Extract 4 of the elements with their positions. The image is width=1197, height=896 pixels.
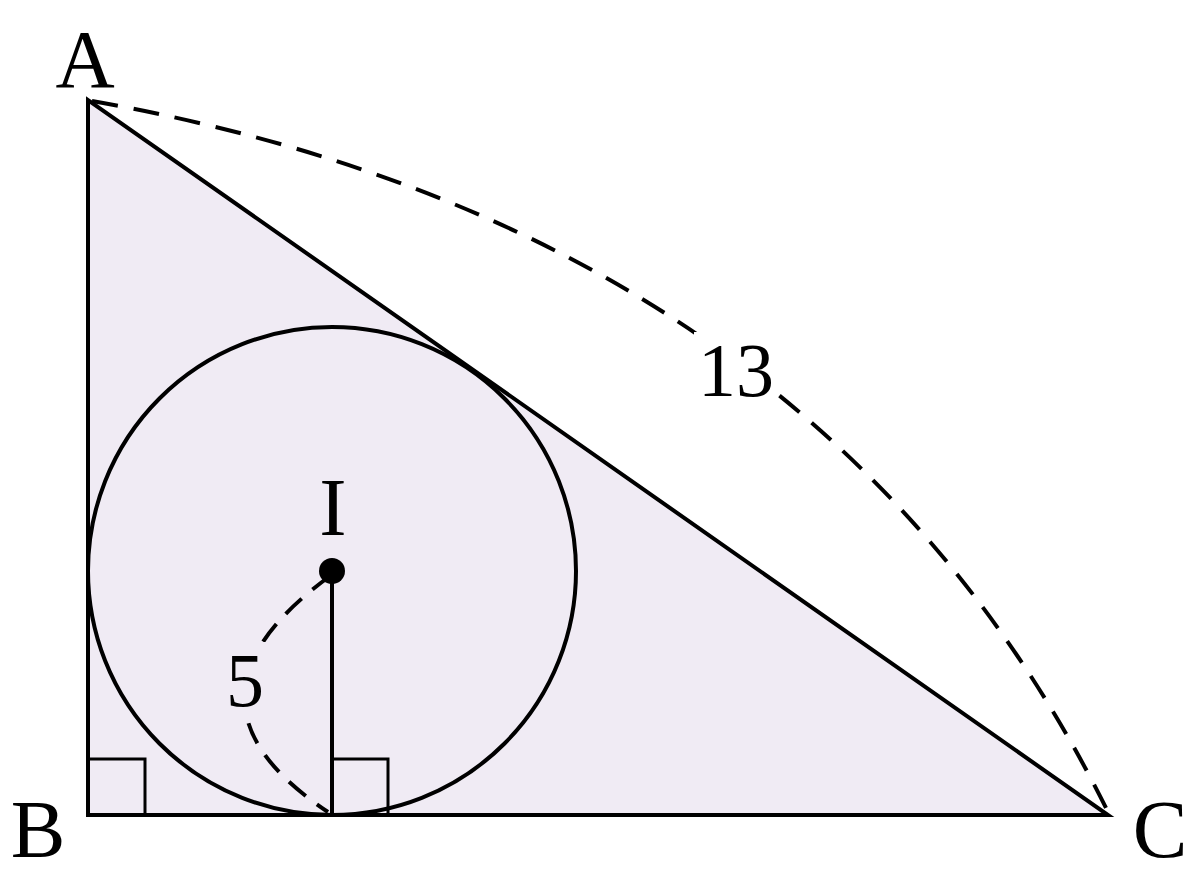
point-label: B bbox=[9, 789, 67, 871]
point-label: A bbox=[54, 19, 116, 101]
point-label: C bbox=[1131, 789, 1189, 871]
point-label: I bbox=[318, 467, 348, 549]
